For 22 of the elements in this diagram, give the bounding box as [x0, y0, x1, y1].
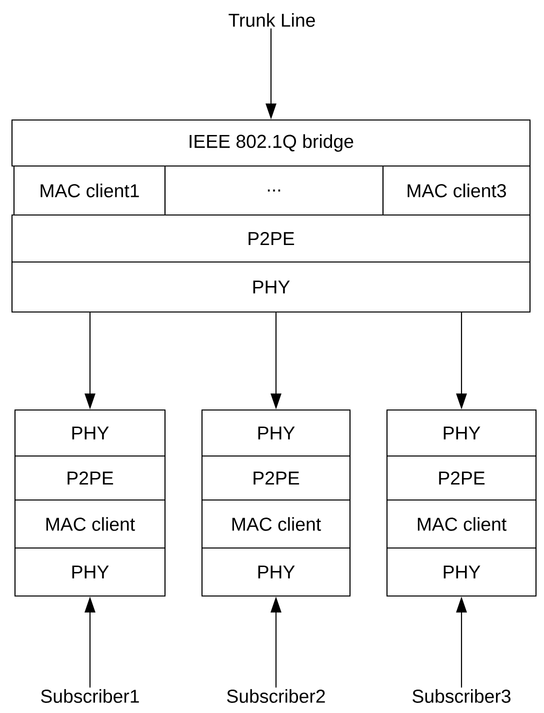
layer-box: P2PE: [11, 214, 531, 263]
layer-box: PHY: [201, 409, 351, 457]
layer-box: MAC client: [201, 499, 351, 549]
layer-box: MAC client3: [382, 165, 531, 216]
layer-box: MAC client: [386, 499, 537, 549]
label-text: Subscriber1: [41, 689, 139, 703]
layer-box: PHY: [201, 547, 351, 597]
layer-box: PHY: [14, 409, 166, 457]
label-text: Subscriber2: [227, 689, 325, 703]
layer-box: P2PE: [386, 455, 537, 501]
layer-box: PHY: [11, 261, 531, 313]
layer-box: MAC client: [14, 499, 166, 549]
layer-box: PHY: [386, 409, 537, 457]
layer-box: MAC client1: [13, 165, 166, 216]
layer-box: IEEE 802.1Q bridge: [11, 119, 531, 167]
label-text: Trunk Line: [228, 13, 315, 27]
layer-box: P2PE: [201, 455, 351, 501]
layer-box: PHY: [14, 547, 166, 597]
layer-box: PHY: [386, 547, 537, 597]
layer-box: P2PE: [14, 455, 166, 501]
label-text: Subscriber3: [412, 689, 510, 703]
layer-box: ...: [164, 165, 384, 216]
